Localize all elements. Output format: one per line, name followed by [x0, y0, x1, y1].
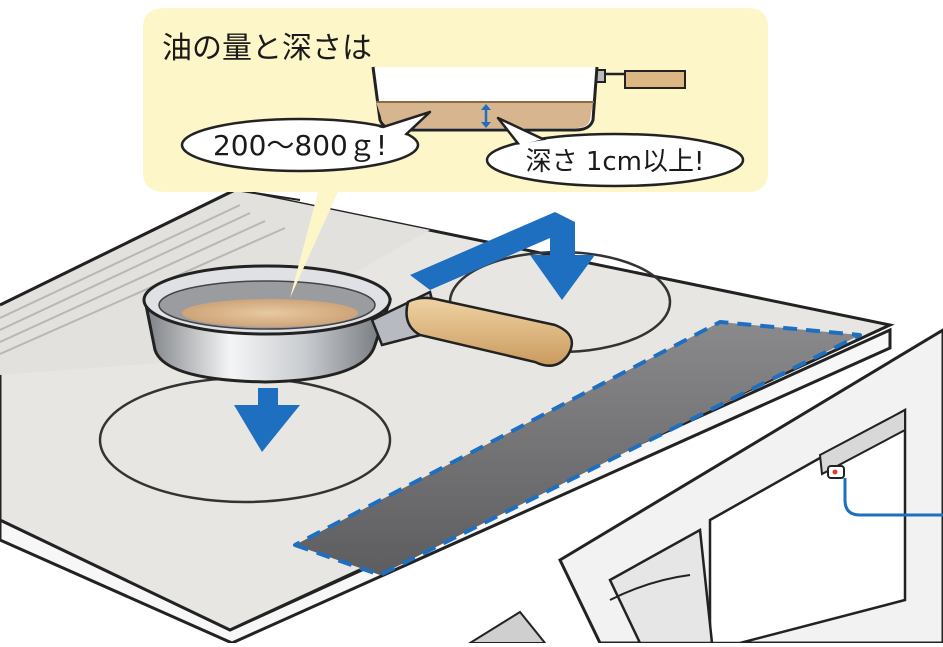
frying-pan-icon	[142, 264, 574, 384]
callout-title: 油の量と深さは	[162, 31, 372, 66]
amount-bubble	[180, 110, 432, 173]
up-down-arrow-icon	[481, 104, 491, 128]
indicator-leader-line	[843, 478, 943, 517]
callout-bubble	[143, 8, 768, 298]
cabinet-body	[466, 328, 943, 645]
place-down-arrow	[234, 388, 300, 452]
amount-label: 200～800ｇ!	[213, 129, 387, 162]
depth-label: 深さ 1cm以上!	[526, 147, 705, 177]
indicator-light	[832, 469, 838, 475]
move-to-back-arrow	[410, 212, 595, 300]
control-panel-strip	[293, 320, 862, 577]
depth-bubble	[485, 116, 745, 188]
oil-surface	[182, 299, 358, 327]
